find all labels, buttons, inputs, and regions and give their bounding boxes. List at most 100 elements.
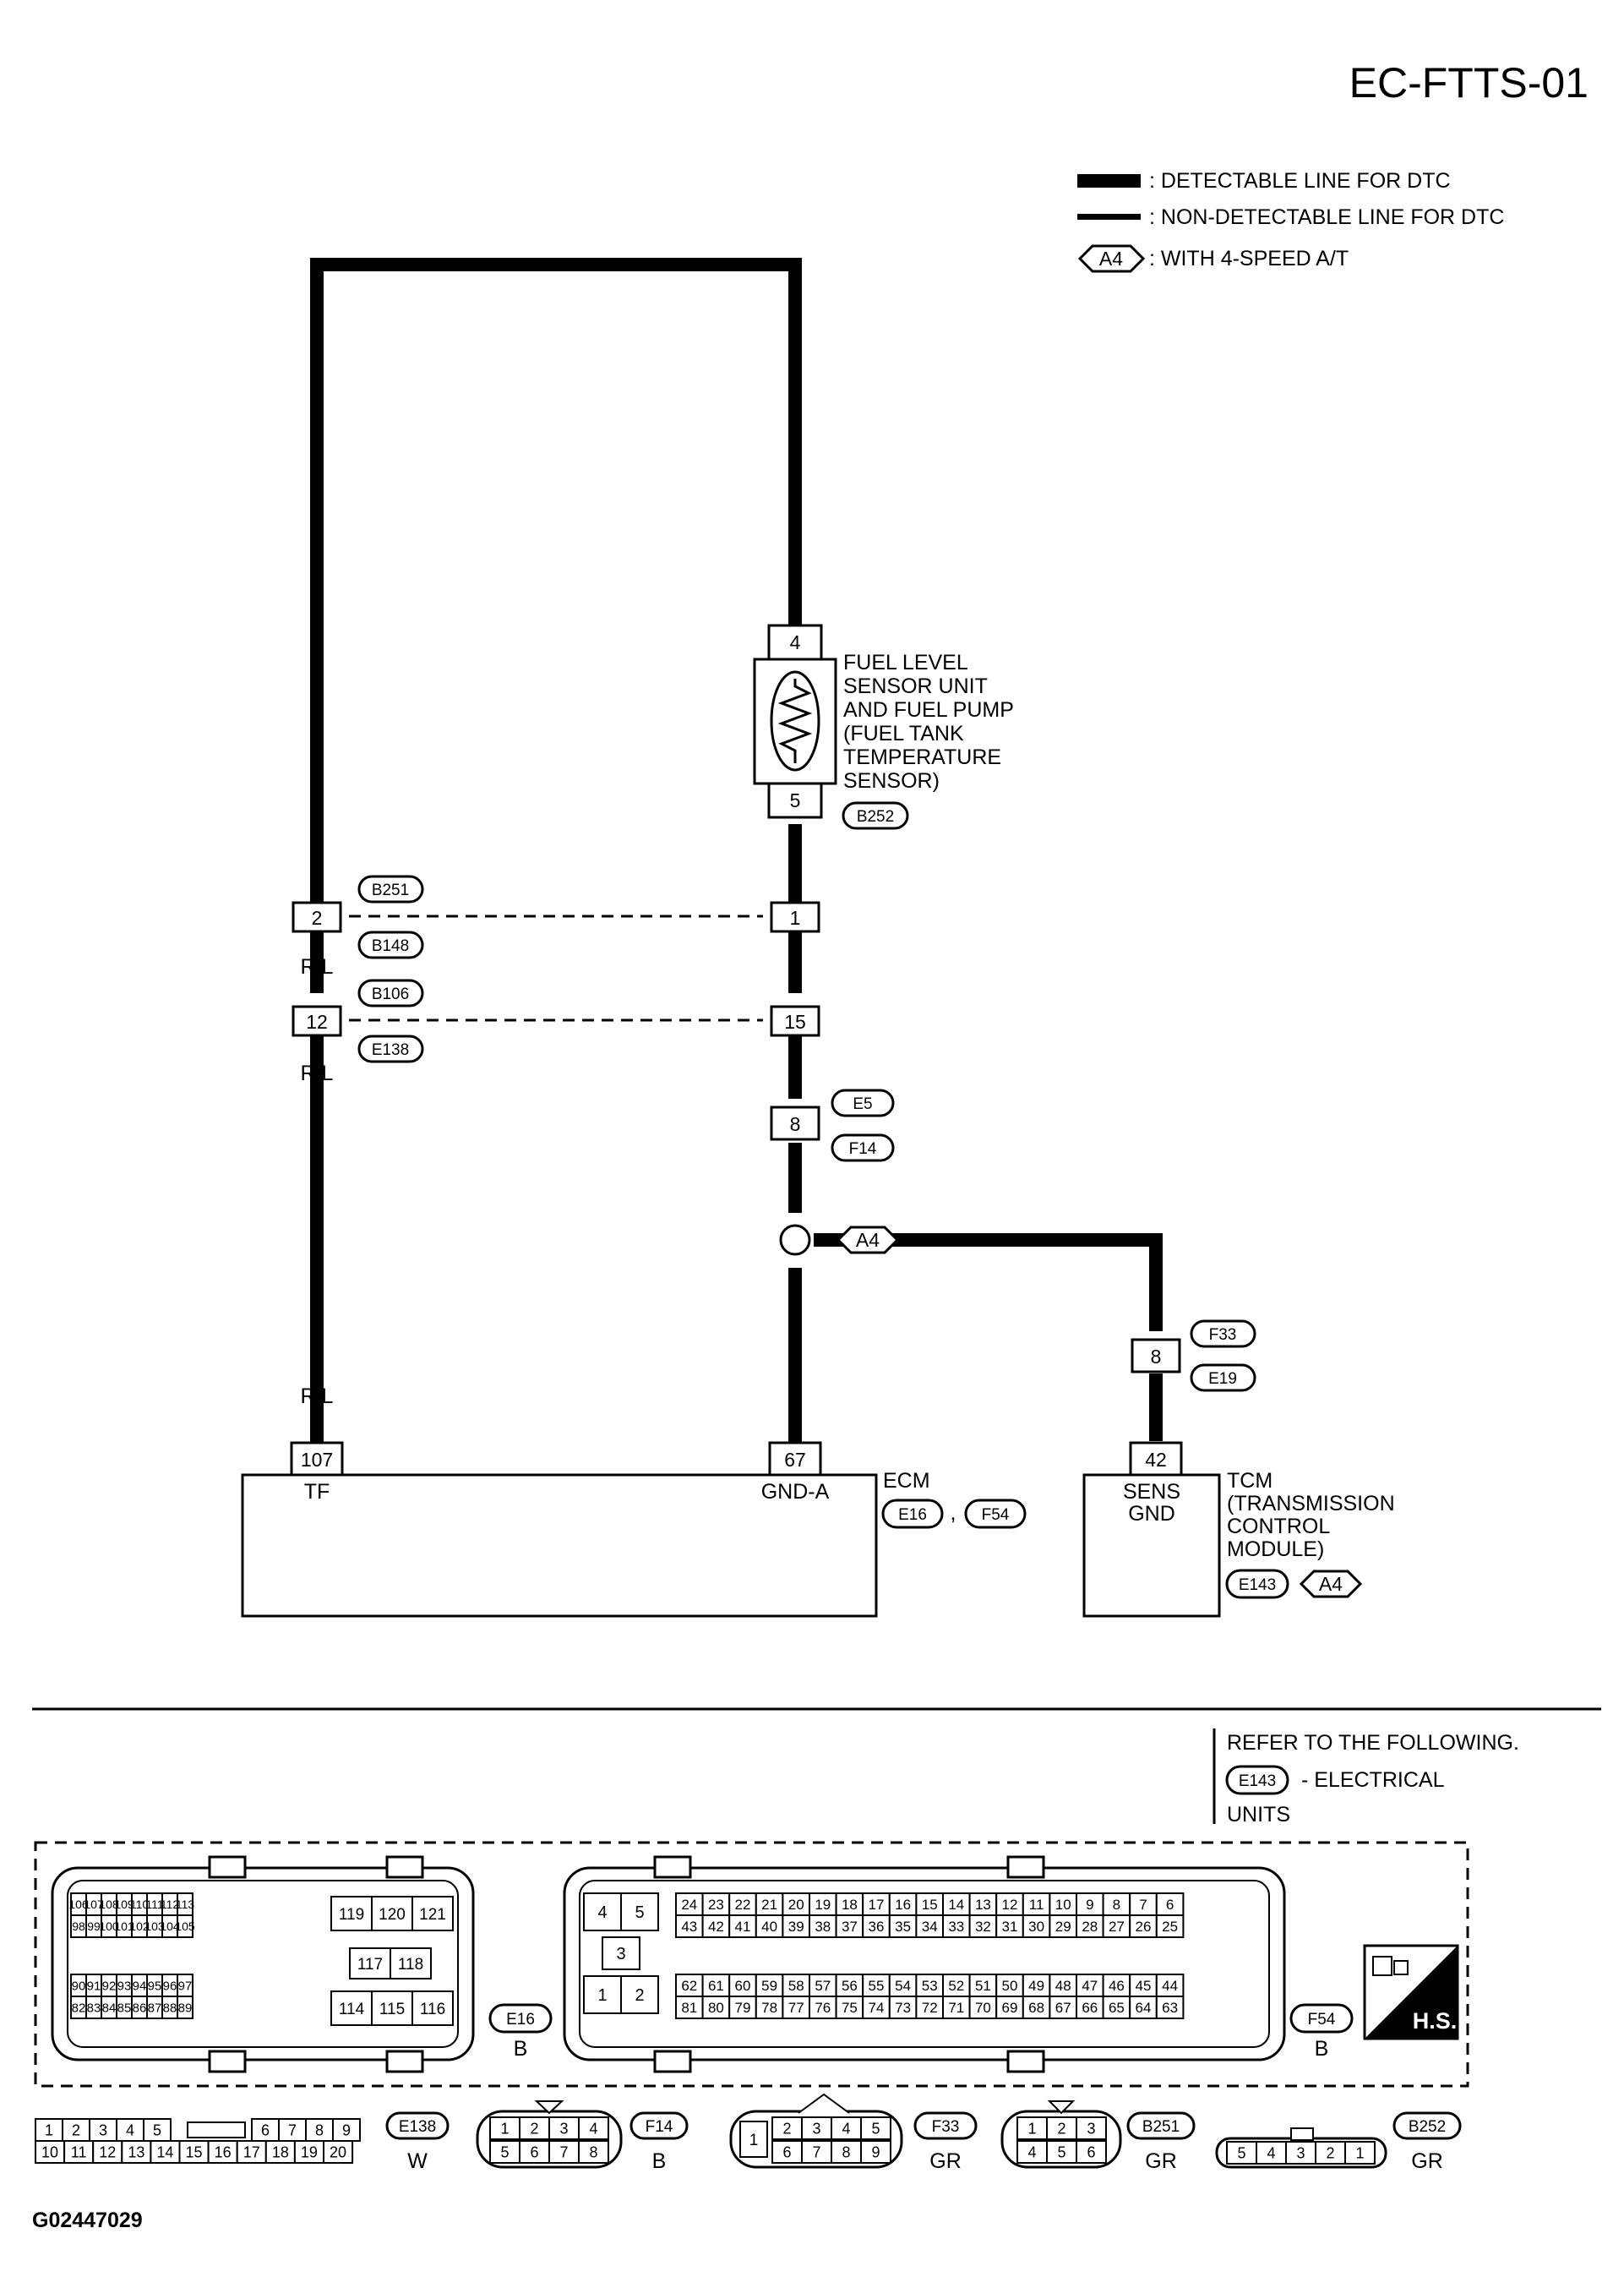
connector-f33-e19: 8 F33 E19 <box>1131 1319 1256 1392</box>
pin-number: 58 <box>788 1978 804 1994</box>
b252-tag-text: B252 <box>857 808 894 826</box>
pin-cell <box>1256 2141 1287 2165</box>
pin-number: 6 <box>261 2121 270 2138</box>
pin-number: 2 <box>1326 2144 1334 2161</box>
pin-number: 62 <box>681 1978 697 1994</box>
pin-cell <box>1344 2141 1376 2165</box>
pin-number: 11 <box>71 2143 87 2160</box>
wire-color-label: B <box>788 1062 803 1085</box>
pin-number: 91 <box>87 1979 101 1993</box>
pin-cell <box>1049 1914 1078 1938</box>
tcm-tag-e143: E143 <box>1239 1576 1276 1594</box>
pin-number: 108 <box>99 1898 119 1911</box>
b148-tag: B148 <box>372 937 409 955</box>
pin-number: 80 <box>708 2000 724 2016</box>
pin-number: 40 <box>761 1919 777 1935</box>
pin-number: 4 <box>597 1903 607 1922</box>
figure-id: G02447029 <box>32 2209 143 2232</box>
pin-number: 64 <box>1136 2000 1152 2016</box>
pin-number: 72 <box>922 2000 938 2016</box>
pin-cell <box>1155 1914 1185 1938</box>
pin-cell <box>1076 2140 1107 2164</box>
pin-cell <box>548 2116 580 2140</box>
sensor-pin-4: 4 <box>790 631 801 653</box>
connector-view-frame <box>34 1841 1469 2088</box>
pin-cell <box>888 1974 918 1997</box>
pin-number: 7 <box>559 2143 568 2160</box>
pin-number: 10 <box>41 2143 58 2160</box>
b106-tag: B106 <box>372 986 409 1003</box>
pin-number: 117 <box>357 1956 383 1974</box>
resistor-zigzag-icon <box>777 679 813 763</box>
pin-number: 89 <box>178 2001 193 2015</box>
pin-number: 3 <box>99 2121 107 2138</box>
pin-cell <box>915 1974 945 1997</box>
pin-number: 5 <box>635 1903 644 1922</box>
f14-view-color: B <box>652 2149 667 2173</box>
pin-cell <box>578 2140 609 2164</box>
pin-cell <box>809 1914 837 1938</box>
pin-number: 31 <box>1002 1919 1018 1935</box>
pin-number: 120 <box>379 1906 406 1924</box>
pin-number: 6 <box>782 2143 791 2160</box>
pin-number: 92 <box>102 1979 117 1993</box>
pin-number: 5 <box>500 2143 509 2160</box>
pin-number: 45 <box>1136 1978 1152 1994</box>
pin-number: 94 <box>133 1979 147 1993</box>
pin-number: 44 <box>1162 1978 1178 1994</box>
e19-tag: E19 <box>1208 1370 1237 1388</box>
pin-cell <box>264 2140 296 2164</box>
f33-view-tag: F33 <box>932 2118 960 2136</box>
tcm-unit: 42 SENS GND TCM (TRANSMISSION CONTROL MO… <box>1082 1441 1395 1618</box>
page-code: EC-FTTS-01 <box>1349 59 1589 106</box>
pin-number: 105 <box>175 1919 195 1933</box>
f14-tag: F14 <box>849 1140 877 1158</box>
key-slot-icon <box>187 2121 246 2138</box>
pin-number: 63 <box>1162 2000 1178 2016</box>
pin-cell <box>602 1936 640 1970</box>
pin-number: 100 <box>99 1919 119 1933</box>
pin-number: 3 <box>812 2120 820 2137</box>
pin-number: 28 <box>1082 1919 1098 1935</box>
pin-cell <box>1046 2116 1077 2140</box>
pin-number: 21 <box>761 1897 777 1913</box>
legend-a4-desc: : WITH 4-SPEED A/T <box>1149 247 1349 270</box>
pin-cell <box>293 2140 324 2164</box>
e19-pin-8: 8 <box>1151 1346 1162 1368</box>
pin-cell <box>1155 1996 1185 2019</box>
pin-cell <box>675 1974 704 1997</box>
refer-line-2: - ELECTRICAL <box>1301 1768 1445 1792</box>
pin-number: 8 <box>842 2143 850 2160</box>
wire-color-label: R/L <box>301 955 334 979</box>
pin-number: 7 <box>1139 1897 1147 1913</box>
pin-cell <box>332 2118 361 2142</box>
pin-number: 85 <box>117 2001 132 2015</box>
pin-number: 70 <box>975 2000 991 2016</box>
pin-number: 93 <box>117 1979 132 1993</box>
pin-number: 90 <box>72 1979 86 1993</box>
pin-number: 4 <box>589 2120 597 2137</box>
pin-cell <box>915 1892 945 1916</box>
b251-view-tag: B251 <box>1142 2118 1180 2136</box>
pin-number: 99 <box>87 1919 101 1933</box>
pin-cell <box>860 2140 891 2164</box>
pin-number: 118 <box>398 1956 423 1974</box>
pin-cell <box>771 2140 803 2164</box>
pin-cell <box>1076 1996 1104 2019</box>
pin-number: 9 <box>342 2121 351 2138</box>
connector-e5-f14: 8 E5 F14 <box>770 1089 895 1162</box>
key-notch-icon <box>1047 2100 1076 2115</box>
splice-a4-tag: A4 <box>856 1229 880 1251</box>
wires <box>310 258 1163 1462</box>
wire-color-label: R/L <box>301 1062 334 1085</box>
f33-tag: F33 <box>1209 1326 1237 1344</box>
f54-view-color: B <box>1315 2037 1329 2061</box>
pin-number: 98 <box>72 1919 85 1933</box>
connector-plug-icon <box>1393 1960 1409 1975</box>
pin-number: 20 <box>788 1897 804 1913</box>
sensor-pin-5: 5 <box>790 789 801 811</box>
pin-number: 69 <box>1002 2000 1018 2016</box>
pin-number: 39 <box>788 1919 804 1935</box>
